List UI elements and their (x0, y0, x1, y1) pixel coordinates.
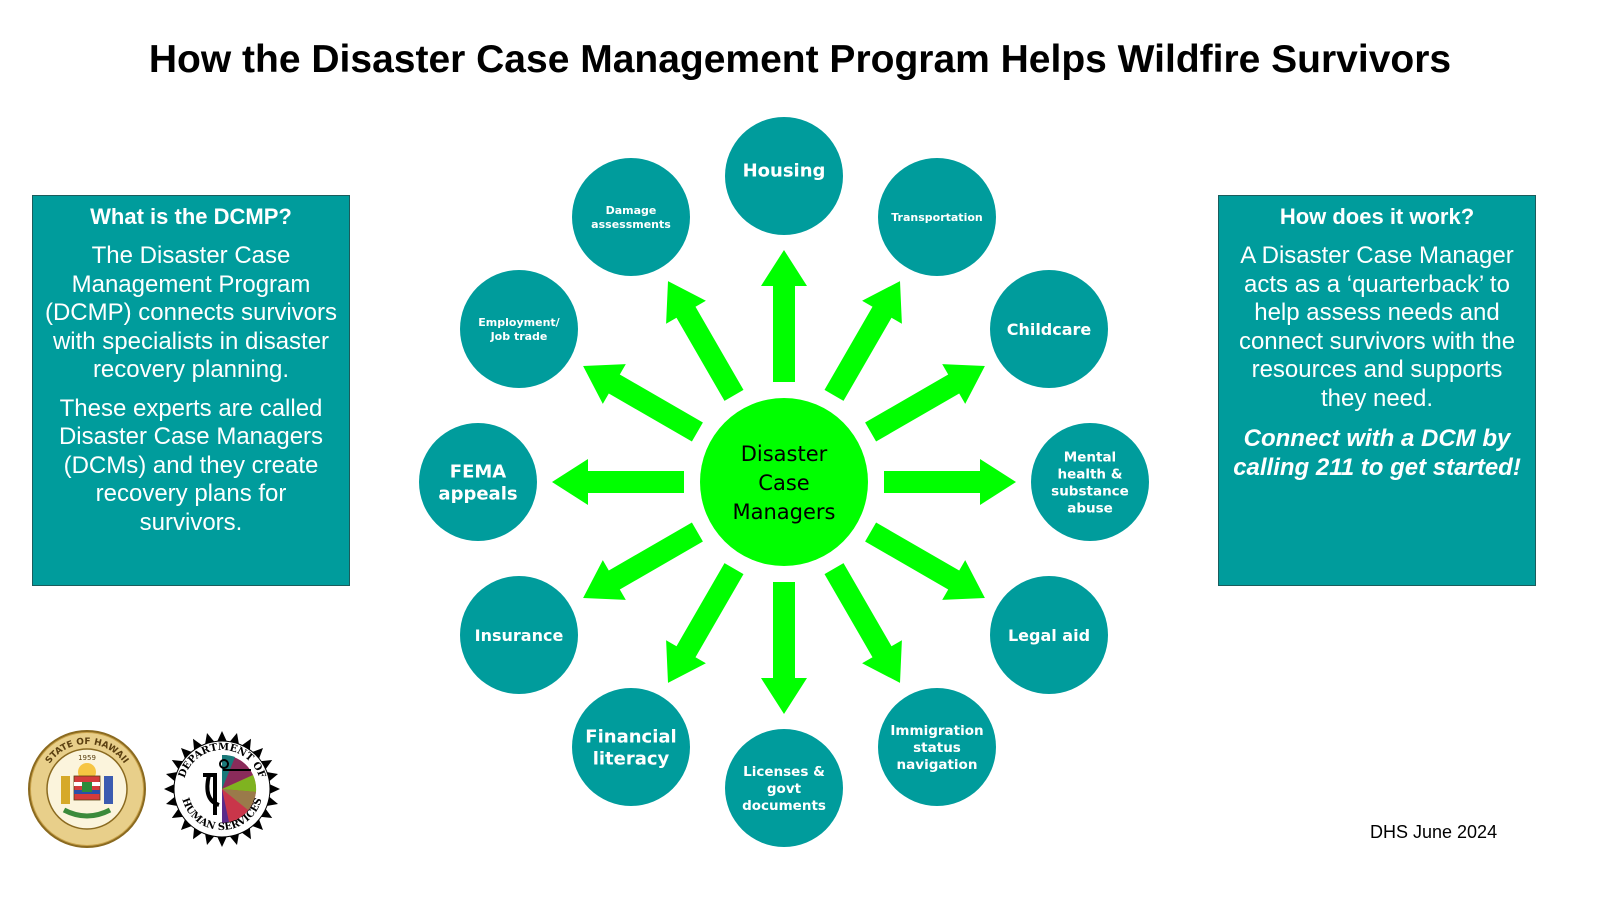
dhs-logo-spike (181, 748, 193, 760)
node-circle-fema-appeals (419, 423, 537, 541)
node-circle-childcare (990, 270, 1108, 388)
node-circle-legal-aid (990, 576, 1108, 694)
center-circle (700, 398, 868, 566)
state-of-hawaii-seal: STATE OF HAWAII 1959 (28, 730, 146, 848)
node-label-mental-health: abuse (1067, 500, 1113, 516)
node-label-mental-health: health & (1057, 466, 1122, 482)
node-legal-aid: Legal aid (990, 576, 1108, 694)
node-circle-transportation (878, 158, 996, 276)
what-is-dcmp-box: What is the DCMP? The Disaster Case Mana… (32, 195, 350, 586)
dcmp-description: The Disaster Case Management Program (DC… (44, 242, 338, 383)
arrow-to-housing (761, 250, 807, 382)
arrow-to-employment (583, 364, 703, 442)
arrow-to-transportation (824, 281, 902, 401)
arrow-to-mental-health (884, 459, 1016, 505)
node-label-financial-literacy: literacy (593, 749, 670, 770)
node-label-financial-literacy: Financial (585, 727, 676, 748)
node-circle-licenses (725, 729, 843, 847)
dcm-description: These experts are called Disaster Case M… (58, 394, 324, 536)
dhs-logo-spike (268, 783, 280, 795)
node-circle-damage-assessments (572, 158, 690, 276)
node-label-insurance: Insurance (475, 626, 564, 645)
dhs-logo-spike (240, 826, 251, 840)
node-circle-financial-literacy (572, 688, 690, 806)
node-label-housing: Housing (743, 161, 826, 182)
node-label-immigration: status (913, 740, 961, 756)
arrows-group (552, 250, 1016, 714)
node-label-mental-health: Mental (1064, 449, 1116, 465)
dhs-logo: DEPARTMENT OF HUMAN SERVICES (163, 730, 281, 848)
dhs-logo-spike (259, 807, 273, 818)
node-label-legal-aid: Legal aid (1008, 626, 1090, 645)
dhs-logo-spike (251, 818, 263, 830)
dhs-logo-spike (259, 760, 273, 771)
node-circle-immigration (878, 688, 996, 806)
how-it-works-heading: How does it work? (1279, 204, 1475, 229)
node-label-immigration: navigation (897, 757, 978, 773)
node-label-licenses: govt (767, 781, 802, 797)
node-label-fema-appeals: appeals (438, 484, 517, 505)
arrow-to-insurance (583, 522, 703, 600)
node-insurance: Insurance (460, 576, 578, 694)
arrow-to-financial-literacy (666, 563, 744, 683)
page-title: How the Disaster Case Management Program… (148, 38, 1452, 81)
node-label-transportation: Transportation (891, 211, 982, 224)
center-node: Disaster Case Managers (700, 398, 868, 566)
node-circle-insurance (460, 576, 578, 694)
node-label-mental-health: substance (1051, 483, 1129, 499)
node-label-licenses: Licenses & (743, 764, 825, 780)
node-label-employment: Employment/ (478, 316, 560, 329)
footer-date: DHS June 2024 (1370, 822, 1498, 842)
arrow-to-legal-aid (865, 522, 985, 600)
node-employment: Employment/Job trade (460, 270, 578, 388)
how-it-works-box: How does it work? A Disaster Case Manage… (1218, 195, 1536, 586)
arrow-to-fema-appeals (552, 459, 684, 505)
center-label-line-3: Managers (733, 500, 836, 524)
service-nodes-group: HousingTransportationChildcareMentalheal… (419, 117, 1149, 847)
dhs-logo-spike (164, 783, 176, 795)
node-label-damage-assessments: Damage (606, 204, 657, 217)
node-housing: Housing (725, 117, 843, 235)
node-circle-mental-health (1031, 423, 1149, 541)
dhs-logo-spike (251, 748, 263, 760)
arrow-to-damage-assessments (666, 281, 744, 401)
center-label-line-1: Disaster (741, 442, 828, 466)
dhs-logo-spike (171, 807, 185, 818)
node-circle-housing (725, 117, 843, 235)
dhs-logo-spike (181, 818, 193, 830)
arrow-to-childcare (865, 364, 985, 442)
node-label-damage-assessments: assessments (591, 218, 671, 231)
dhs-logo-spike (171, 760, 185, 771)
call-211-cta: Connect with a DCM by calling 211 to get… (1233, 425, 1521, 481)
node-label-licenses: documents (742, 798, 826, 814)
node-transportation: Transportation (878, 158, 996, 276)
node-label-fema-appeals: FEMA (450, 462, 507, 483)
dhs-logo-spike (240, 738, 251, 752)
arrow-to-immigration (824, 563, 902, 683)
dhs-logo-spike (216, 731, 228, 743)
dhs-logo-spike (193, 826, 204, 840)
arrow-to-licenses (761, 582, 807, 714)
node-label-immigration: Immigration (890, 723, 983, 739)
what-is-dcmp-heading: What is the DCMP? (90, 204, 292, 229)
node-label-childcare: Childcare (1007, 320, 1092, 339)
node-childcare: Childcare (990, 270, 1108, 388)
how-it-works-description: A Disaster Case Manager acts as a ‘quart… (1238, 242, 1516, 412)
dhs-logo-spike (216, 835, 228, 847)
node-label-employment: Job trade (490, 330, 548, 343)
seal-year: 1959 (78, 754, 96, 762)
dhs-logo-spike (193, 738, 204, 752)
node-circle-employment (460, 270, 578, 388)
center-label-line-2: Case (758, 471, 809, 495)
